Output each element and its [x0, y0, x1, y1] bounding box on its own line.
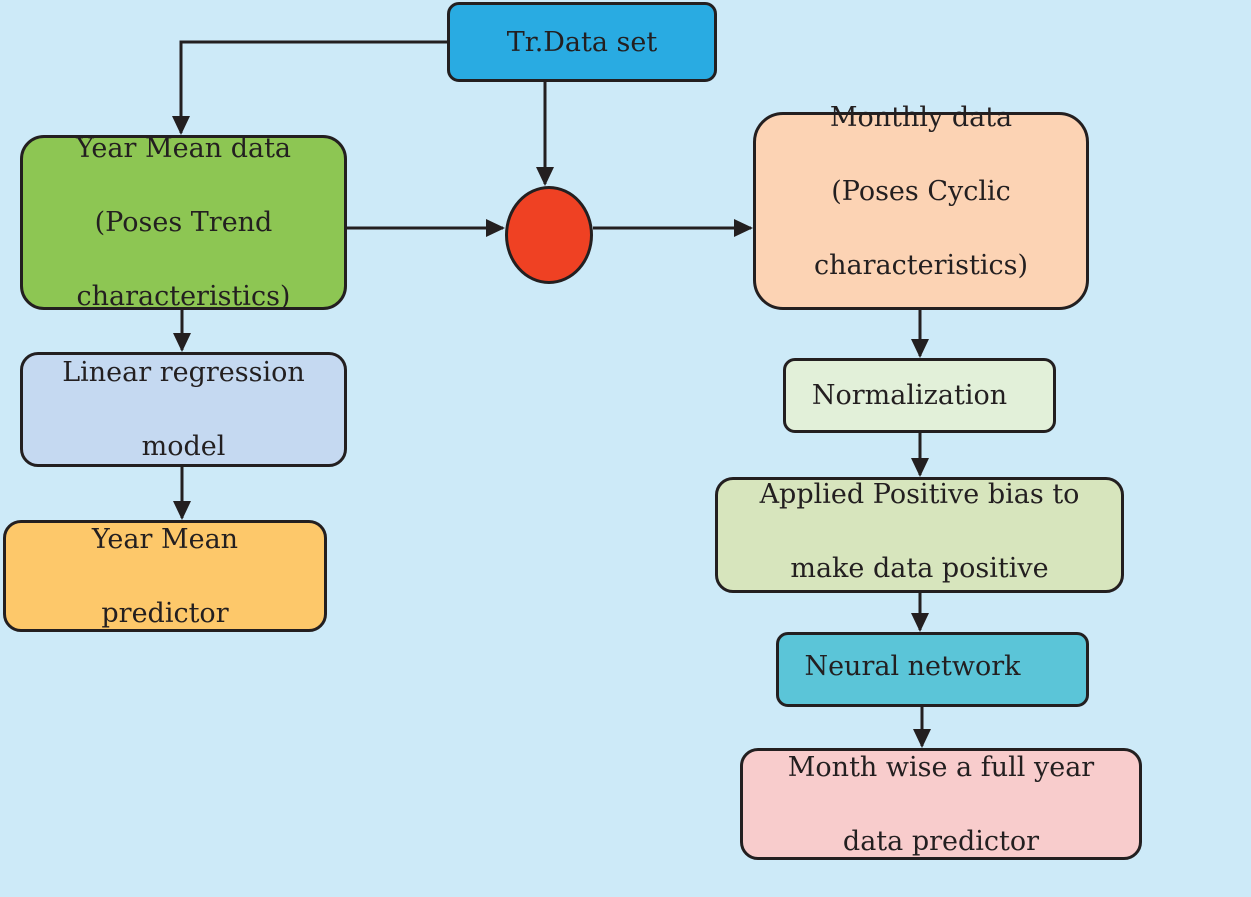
- full-year-predictor-node: Month wise a full year data predictor: [740, 748, 1142, 860]
- year-mean-predictor-node: Year Mean predictor: [3, 520, 327, 632]
- full-year-predictor-line-2: data predictor: [842, 825, 1040, 857]
- monthly-data-line-3: characteristics): [814, 249, 1028, 281]
- year-mean-data-line-3: characteristics): [76, 281, 291, 312]
- arrowhead-junction-top: [536, 167, 554, 186]
- linear-regression-line-1: Linear regression: [62, 357, 305, 388]
- neural-network-label: Neural network: [804, 651, 1021, 682]
- junction-node: [505, 186, 593, 284]
- year-mean-data-node: Year Mean data (Poses Trend characterist…: [20, 133, 347, 312]
- training-data-node: Tr.Data set: [447, 2, 717, 82]
- year-mean-predictor-line-2: predictor: [101, 597, 229, 629]
- arrowhead-yearmean: [172, 116, 190, 135]
- connector-layer: [172, 40, 931, 748]
- normalization-label: Normalization: [811, 380, 1008, 411]
- flowchart: Tr.Data set Year Mean data (Poses Trend …: [3, 2, 1142, 860]
- year-mean-data-line-1: Year Mean data: [75, 133, 292, 164]
- positive-bias-node: Applied Positive bias to make data posit…: [715, 477, 1124, 593]
- year-mean-data-line-2: (Poses Trend: [94, 207, 273, 238]
- arrowhead-junction-left: [486, 219, 505, 237]
- full-year-predictor-line-1: Month wise a full year: [787, 751, 1095, 783]
- linear-regression-node: Linear regression model: [20, 352, 347, 467]
- normalization-node: Normalization: [783, 358, 1056, 433]
- arrowhead-norm: [911, 339, 929, 358]
- monthly-data-node: Monthly data (Poses Cyclic characteristi…: [753, 102, 1089, 310]
- positive-bias-line-1: Applied Positive bias to: [759, 478, 1080, 510]
- arrowhead-output: [913, 729, 931, 748]
- arrowheads: [172, 116, 931, 748]
- arrowhead-predictor: [173, 501, 191, 520]
- edge-trdata-to-yearmean: [177, 40, 447, 134]
- arrowhead-linear: [173, 333, 191, 352]
- monthly-data-line-2: (Poses Cyclic: [831, 175, 1011, 207]
- linear-regression-line-2: model: [141, 431, 226, 462]
- neural-network-node: Neural network: [776, 632, 1089, 707]
- positive-bias-line-2: make data positive: [790, 552, 1049, 584]
- monthly-data-line-1: Monthly data: [829, 101, 1013, 133]
- training-data-label: Tr.Data set: [506, 26, 658, 58]
- year-mean-predictor-line-1: Year Mean: [91, 523, 239, 555]
- arrowhead-bias: [911, 458, 929, 477]
- arrowhead-monthly: [734, 219, 753, 237]
- arrowhead-nn: [911, 613, 929, 632]
